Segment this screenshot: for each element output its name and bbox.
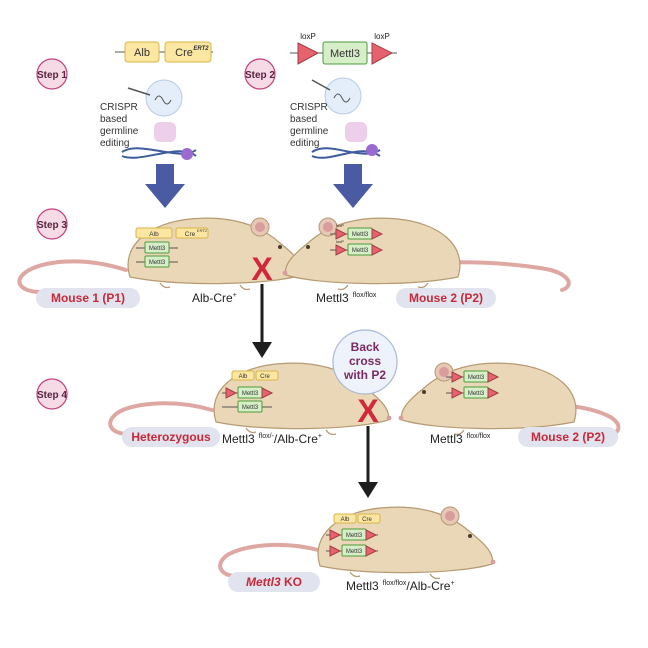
mouse1-mettl3-b: Mettl3 bbox=[149, 260, 166, 266]
ko-mouse-illustration: Alb Cre Mettl3 Mettl3 bbox=[218, 506, 497, 580]
mouse1-alb-insert: Alb bbox=[149, 231, 159, 238]
editing-right-line1: CRISPR bbox=[290, 102, 328, 113]
mouse2b-mettl3-a: Mettl3 bbox=[468, 375, 485, 381]
alb-cre-construct: Alb Cre ERT2 bbox=[115, 41, 213, 63]
mouse2-mettl3-b: Mettl3 bbox=[352, 248, 369, 254]
heterozygous-mouse-illustration: Alb Cre Mettl3 Mettl3 bbox=[108, 362, 393, 436]
mouse1-cre-insert: Cre bbox=[185, 231, 196, 238]
step1-badge: Step 1 bbox=[36, 58, 68, 90]
right-editing-illustration bbox=[311, 77, 381, 208]
ko-mettl3-a: Mettl3 bbox=[346, 533, 363, 539]
mouse2b-mettl3-b: Mettl3 bbox=[468, 391, 485, 397]
ko-label: Mettl3 KO bbox=[228, 572, 320, 592]
mouse2-loxp-a: loxP bbox=[336, 223, 344, 228]
loxp-left-label: loxP bbox=[300, 32, 316, 41]
heterozygous-label: Heterozygous bbox=[122, 427, 220, 447]
ko-name: Mettl3 KO bbox=[246, 575, 302, 589]
heterozygous-name: Heterozygous bbox=[131, 430, 211, 444]
mouse2-loxp-b: loxP bbox=[336, 239, 344, 244]
ert2-label: ERT2 bbox=[193, 46, 209, 52]
ko-cre-insert: Cre bbox=[362, 517, 372, 523]
backcross-line2: cross bbox=[349, 354, 381, 368]
right-editing-text: CRISPR based germline editing bbox=[290, 102, 329, 149]
het-cre-insert: Cre bbox=[260, 374, 270, 380]
step4-label: Step 4 bbox=[37, 390, 67, 401]
het-alb-insert: Alb bbox=[239, 374, 248, 380]
mouse1-illustration: Alb Cre ERT2 Mettl3 Mettl3 bbox=[17, 217, 307, 294]
step2-badge: Step 2 bbox=[244, 58, 276, 90]
mettl3-gene-label: Mettl3 bbox=[330, 48, 360, 60]
ko-alb-insert: Alb bbox=[341, 517, 350, 523]
mouse1-ert2-insert: ERT2 bbox=[197, 228, 208, 233]
alb-gene-label: Alb bbox=[134, 47, 150, 59]
editing-left-line3: germline bbox=[100, 126, 139, 137]
step3-label: Step 3 bbox=[37, 220, 67, 231]
cre-gene-label: Cre bbox=[175, 47, 193, 59]
loxp-right-label: loxP bbox=[374, 32, 390, 41]
mouse2-illustration: Mettl3 loxP Mettl3 loxP bbox=[282, 217, 571, 292]
editing-left-line1: CRISPR bbox=[100, 102, 138, 113]
step2-label: Step 2 bbox=[245, 70, 275, 81]
left-editing-text: CRISPR based germline editing bbox=[100, 102, 139, 149]
editing-left-line2: based bbox=[100, 114, 127, 125]
editing-right-line4: editing bbox=[290, 138, 319, 149]
het-mettl3-b: Mettl3 bbox=[242, 405, 259, 411]
backcross-bubble: Back cross with P2 bbox=[332, 329, 398, 395]
left-editing-illustration bbox=[121, 79, 197, 208]
mouse1-name: Mouse 1 (P1) bbox=[51, 291, 125, 305]
cross-mark-top: X bbox=[251, 251, 273, 287]
mouse2-label: Mouse 2 (P2) bbox=[396, 288, 496, 308]
mouse2b-illustration: Mettl3 Mettl3 bbox=[398, 362, 621, 438]
step1-label: Step 1 bbox=[37, 70, 67, 81]
mouse2-mettl3-a: Mettl3 bbox=[352, 232, 369, 238]
step4-badge: Step 4 bbox=[36, 378, 68, 410]
backcross-line1: Back bbox=[351, 340, 380, 354]
step3-badge: Step 3 bbox=[36, 208, 68, 240]
editing-right-line2: based bbox=[290, 114, 317, 125]
ko-mettl3-b: Mettl3 bbox=[346, 549, 363, 555]
mouse2b-label: Mouse 2 (P2) bbox=[518, 427, 618, 447]
mouse1-mettl3-a: Mettl3 bbox=[149, 246, 166, 252]
floxed-mettl3-construct: loxP Mettl3 loxP bbox=[290, 32, 397, 65]
editing-left-line4: editing bbox=[100, 138, 129, 149]
mouse1-genotype: Alb-Cre+ bbox=[192, 291, 237, 305]
editing-right-line3: germline bbox=[290, 126, 329, 137]
cross-mark-bottom: X bbox=[357, 393, 379, 429]
mouse2-name: Mouse 2 (P2) bbox=[409, 291, 483, 305]
mouse2b-name: Mouse 2 (P2) bbox=[531, 430, 605, 444]
mouse1-label: Mouse 1 (P1) bbox=[36, 288, 140, 308]
backcross-line3: with P2 bbox=[343, 368, 386, 382]
het-mettl3-a: Mettl3 bbox=[242, 391, 259, 397]
